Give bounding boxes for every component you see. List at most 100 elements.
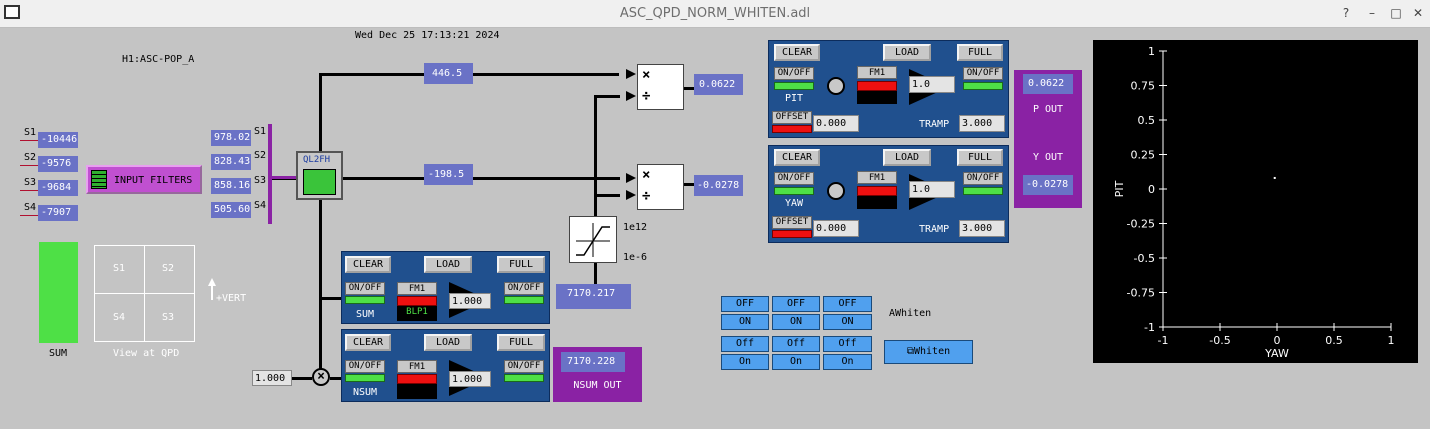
maximize-icon[interactable]: □ [1390,6,1402,20]
sum-fm1-name: BLP1 [406,307,428,317]
sum-bank-name: SUM [355,309,375,320]
pit-gain[interactable]: 1.0 [909,76,955,93]
yaw-tramp-value[interactable]: 3.000 [959,220,1005,237]
yaw-offset-button[interactable]: OFFSET [772,216,812,229]
awhiten-on-1[interactable]: ON [721,314,769,330]
yaw-fm1-led [857,186,897,196]
nsum-input-led [345,374,385,382]
pit-divider-block[interactable]: × ÷ [637,64,684,110]
ql2fh-block[interactable]: QL2FH [296,151,343,200]
input-value-s1: -10446 [38,132,78,148]
pit-full-button[interactable]: FULL [957,44,1003,61]
yaw-fm1-button[interactable]: FM1 [857,171,897,184]
sum-fm1-button[interactable]: FM1 [397,282,437,295]
arrow-icon [626,69,636,79]
sum-load-button[interactable]: LOAD [424,256,472,273]
nsum-output-onoff[interactable]: ON/OFF [504,360,544,373]
yaw-clear-button[interactable]: CLEAR [774,149,820,166]
whiten-on-3[interactable]: On [823,354,872,370]
nsum-clear-button[interactable]: CLEAR [345,334,391,351]
times-symbol: × [642,67,651,83]
y-tick-label: 0.25 [1131,149,1156,162]
nsum-input-onoff[interactable]: ON/OFF [345,360,385,373]
y-tick-label: 1 [1148,45,1155,58]
sum-input-onoff[interactable]: ON/OFF [345,282,385,295]
x-axis-label: YAW [1264,347,1289,360]
whiten-off-1[interactable]: Off [721,336,769,352]
nsum-output-label: NSUM OUT [573,380,622,391]
segment-label-s4: S4 [254,200,267,211]
minimize-icon[interactable]: – [1369,6,1375,20]
pit-offset-button[interactable]: OFFSET [772,111,812,124]
input-value-s2: -9576 [38,156,78,172]
yaw-tramp-label: TRAMP [919,224,950,235]
sum-output-onoff[interactable]: ON/OFF [504,282,544,295]
wire [319,297,341,300]
nsum-input-gain[interactable]: 1.000 [252,370,292,386]
whiten-button[interactable]: ⧉Whiten [884,340,973,364]
input-filters-button[interactable]: INPUT FILTERS [86,165,202,194]
pit-input-onoff[interactable]: ON/OFF [774,67,814,80]
pit-load-button[interactable]: LOAD [883,44,931,61]
pit-fm1-block [857,91,897,104]
awhiten-on-2[interactable]: ON [772,314,820,330]
awhiten-off-2[interactable]: OFF [772,296,820,312]
yaw-divider-block[interactable]: × ÷ [637,164,684,210]
yaw-load-button[interactable]: LOAD [883,149,931,166]
whiten-button-label: Whiten [914,346,951,357]
yaw-full-button[interactable]: FULL [957,149,1003,166]
p-out-value: 0.0622 [1023,74,1073,94]
segment-label-s1: S1 [254,126,267,137]
sum-output-value: 7170.217 [556,284,631,309]
qpd-cell-s3: S3 [162,312,175,323]
whiten-off-3[interactable]: Off [823,336,872,352]
nsum-bank-name: NSUM [352,387,378,398]
limiter-block[interactable] [569,216,617,263]
help-icon[interactable]: ? [1342,6,1350,20]
whiten-group-2: Off Off Off On On On [721,336,874,371]
whiten-on-2[interactable]: On [772,354,820,370]
nsum-fm1-block [397,384,437,399]
awhiten-off-1[interactable]: OFF [721,296,769,312]
pit-fm1-button[interactable]: FM1 [857,66,897,79]
pit-tramp-value[interactable]: 3.000 [959,115,1005,132]
yaw-offset-value[interactable]: 0.000 [813,220,859,237]
nsum-fm1-button[interactable]: FM1 [397,360,437,373]
pit-offset-value[interactable]: 0.000 [813,115,859,132]
input-marker [20,165,38,166]
multiply-junction-icon: × [312,368,330,386]
sum-bar [39,242,78,343]
y-tick-label: 0 [1148,183,1155,196]
segment-bus [268,124,272,224]
yaw-input-onoff[interactable]: ON/OFF [774,172,814,185]
sum-fm1-led [397,296,437,306]
sum-filter-bank: CLEAR LOAD FULL ON/OFF SUM FM1 BLP1 1.00… [341,251,550,324]
sum-gain[interactable]: 1.000 [449,293,491,309]
timestamp: Wed Dec 25 17:13:21 2024 [355,30,500,41]
arrow-icon [626,190,636,200]
whiten-group-1: OFF OFF OFF ON ON ON [721,296,874,331]
limiter-curve-icon [576,223,610,257]
wire [319,200,322,370]
pit-fm1-led [857,81,897,91]
yaw-output-onoff[interactable]: ON/OFF [963,172,1003,185]
whiten-on-1[interactable]: On [721,354,769,370]
y-tick-label: -1 [1144,321,1155,334]
close-icon[interactable]: ✕ [1412,6,1424,20]
whiten-off-2[interactable]: Off [772,336,820,352]
nsum-gain[interactable]: 1.000 [449,371,491,387]
pit-clear-button[interactable]: CLEAR [774,44,820,61]
pit-output-onoff[interactable]: ON/OFF [963,67,1003,80]
awhiten-on-3[interactable]: ON [823,314,872,330]
yaw-bank-name: YAW [784,198,804,209]
awhiten-off-3[interactable]: OFF [823,296,872,312]
segment-value-s4: 505.60 [211,202,251,218]
nsum-full-button[interactable]: FULL [497,334,545,351]
sum-full-button[interactable]: FULL [497,256,545,273]
p-out-label: P OUT [1032,104,1064,115]
ql2fh-grid [303,169,336,195]
yaw-gain[interactable]: 1.0 [909,181,955,198]
nsum-load-button[interactable]: LOAD [424,334,472,351]
sum-clear-button[interactable]: CLEAR [345,256,391,273]
ql2fh-label: QL2FH [303,155,331,165]
